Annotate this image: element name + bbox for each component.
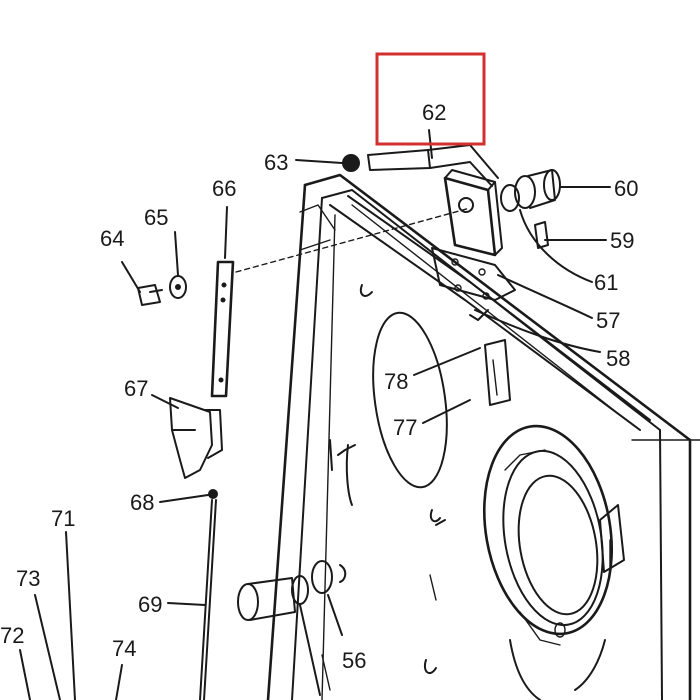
label-68: 68: [130, 490, 154, 515]
part-labels: 62 63 60 59 61 57 58 78 77 66 65 64 67 6…: [0, 100, 638, 673]
main-frame: [266, 173, 700, 700]
leader-lines: [19, 129, 611, 700]
bottom-bolt: [237, 560, 347, 696]
label-69: 69: [138, 592, 162, 617]
plate-slots: [321, 284, 446, 691]
label-78: 78: [384, 369, 408, 394]
label-63: 63: [264, 150, 288, 175]
label-60: 60: [614, 176, 638, 201]
label-59: 59: [610, 228, 634, 253]
label-57: 57: [596, 308, 620, 333]
frame-openings: [372, 311, 614, 700]
label-58: 58: [606, 346, 630, 371]
label-74: 74: [112, 636, 136, 661]
label-66: 66: [212, 176, 236, 201]
part-63-ball: [342, 154, 360, 172]
label-73: 73: [16, 566, 40, 591]
label-67: 67: [124, 376, 148, 401]
label-71: 71: [51, 506, 75, 531]
knob-assembly: [500, 169, 561, 249]
left-linkage: [169, 207, 471, 700]
label-61: 61: [594, 270, 618, 295]
label-77: 77: [393, 415, 417, 440]
label-65: 65: [144, 205, 168, 230]
part-62-pin: [367, 144, 499, 187]
label-64: 64: [100, 226, 124, 251]
highlight-box-62: [375, 52, 486, 146]
label-72: 72: [0, 623, 24, 648]
screws-64-65: [137, 275, 187, 306]
label-56: 56: [342, 648, 366, 673]
label-62: 62: [422, 100, 446, 125]
